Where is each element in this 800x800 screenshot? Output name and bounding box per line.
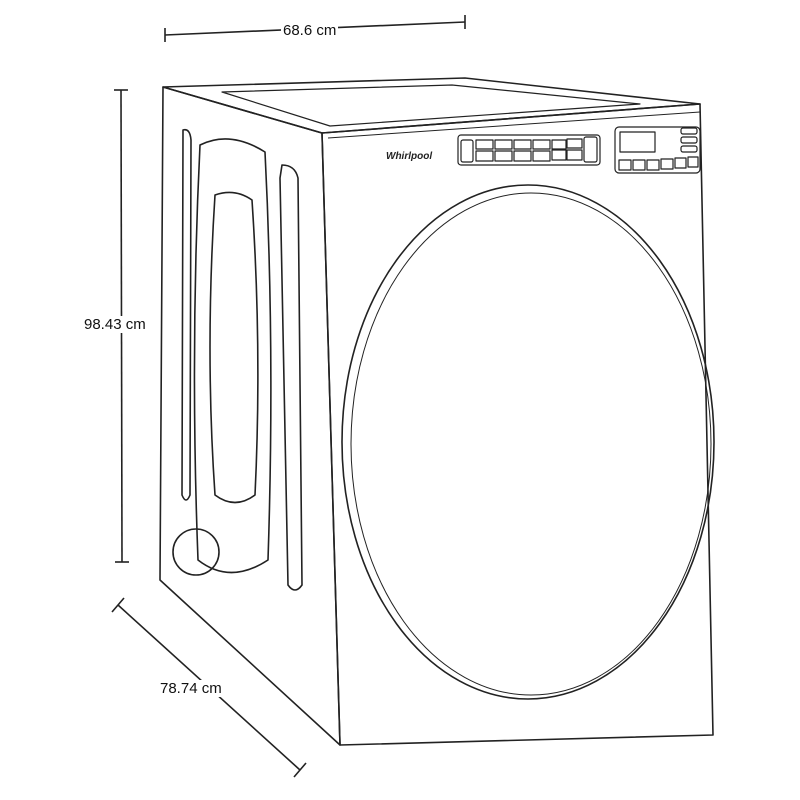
side-door-outline [193, 138, 272, 574]
side-vent-circle [172, 528, 220, 576]
display-screen [619, 131, 656, 153]
dryer-body [159, 77, 715, 746]
side-face [159, 86, 341, 746]
brand-logo: Whirlpool [386, 151, 433, 162]
door-circle [341, 184, 715, 700]
width-label: 68.6 cm [281, 22, 339, 39]
depth-label: 78.74 cm [158, 680, 224, 697]
door-inner-ring [350, 192, 712, 696]
height-label: 98.43 cm [82, 316, 148, 333]
front-face [321, 103, 714, 746]
control-panel [457, 126, 701, 174]
side-strip-right [279, 164, 303, 591]
control-buttons [475, 138, 583, 162]
side-strip-left [181, 128, 192, 501]
top-inset [221, 84, 641, 127]
side-window [209, 191, 259, 504]
